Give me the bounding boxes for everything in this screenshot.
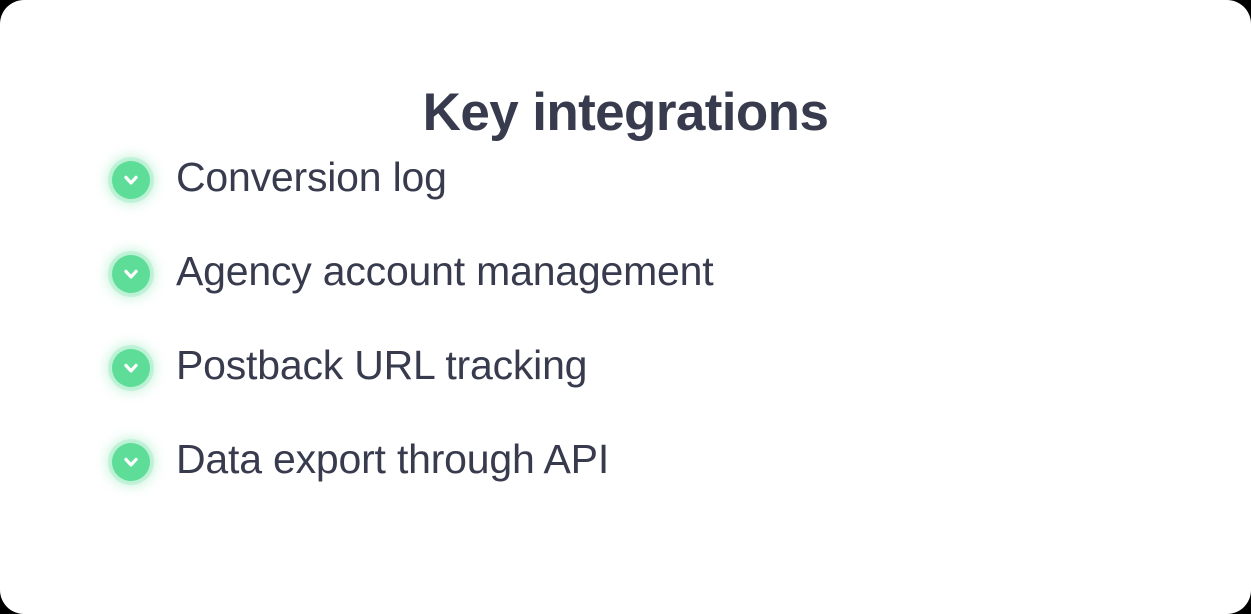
list-item: Conversion log [0,153,1251,247]
chevron-down-check-icon [112,443,150,481]
page-title: Key integrations [422,82,829,142]
list-item: Agency account management [0,247,1251,341]
feature-label: Agency account management [176,248,714,294]
list-item: Postback URL tracking [0,341,1251,435]
feature-list: Conversion log Agency account management… [0,153,1251,529]
chevron-down-check-icon [112,255,150,293]
feature-label: Postback URL tracking [176,342,588,388]
list-item: Data export through API [0,435,1251,529]
chevron-down-check-icon [112,161,150,199]
feature-label: Conversion log [176,154,447,200]
chevron-down-check-icon [112,349,150,387]
feature-label: Data export through API [176,436,610,482]
